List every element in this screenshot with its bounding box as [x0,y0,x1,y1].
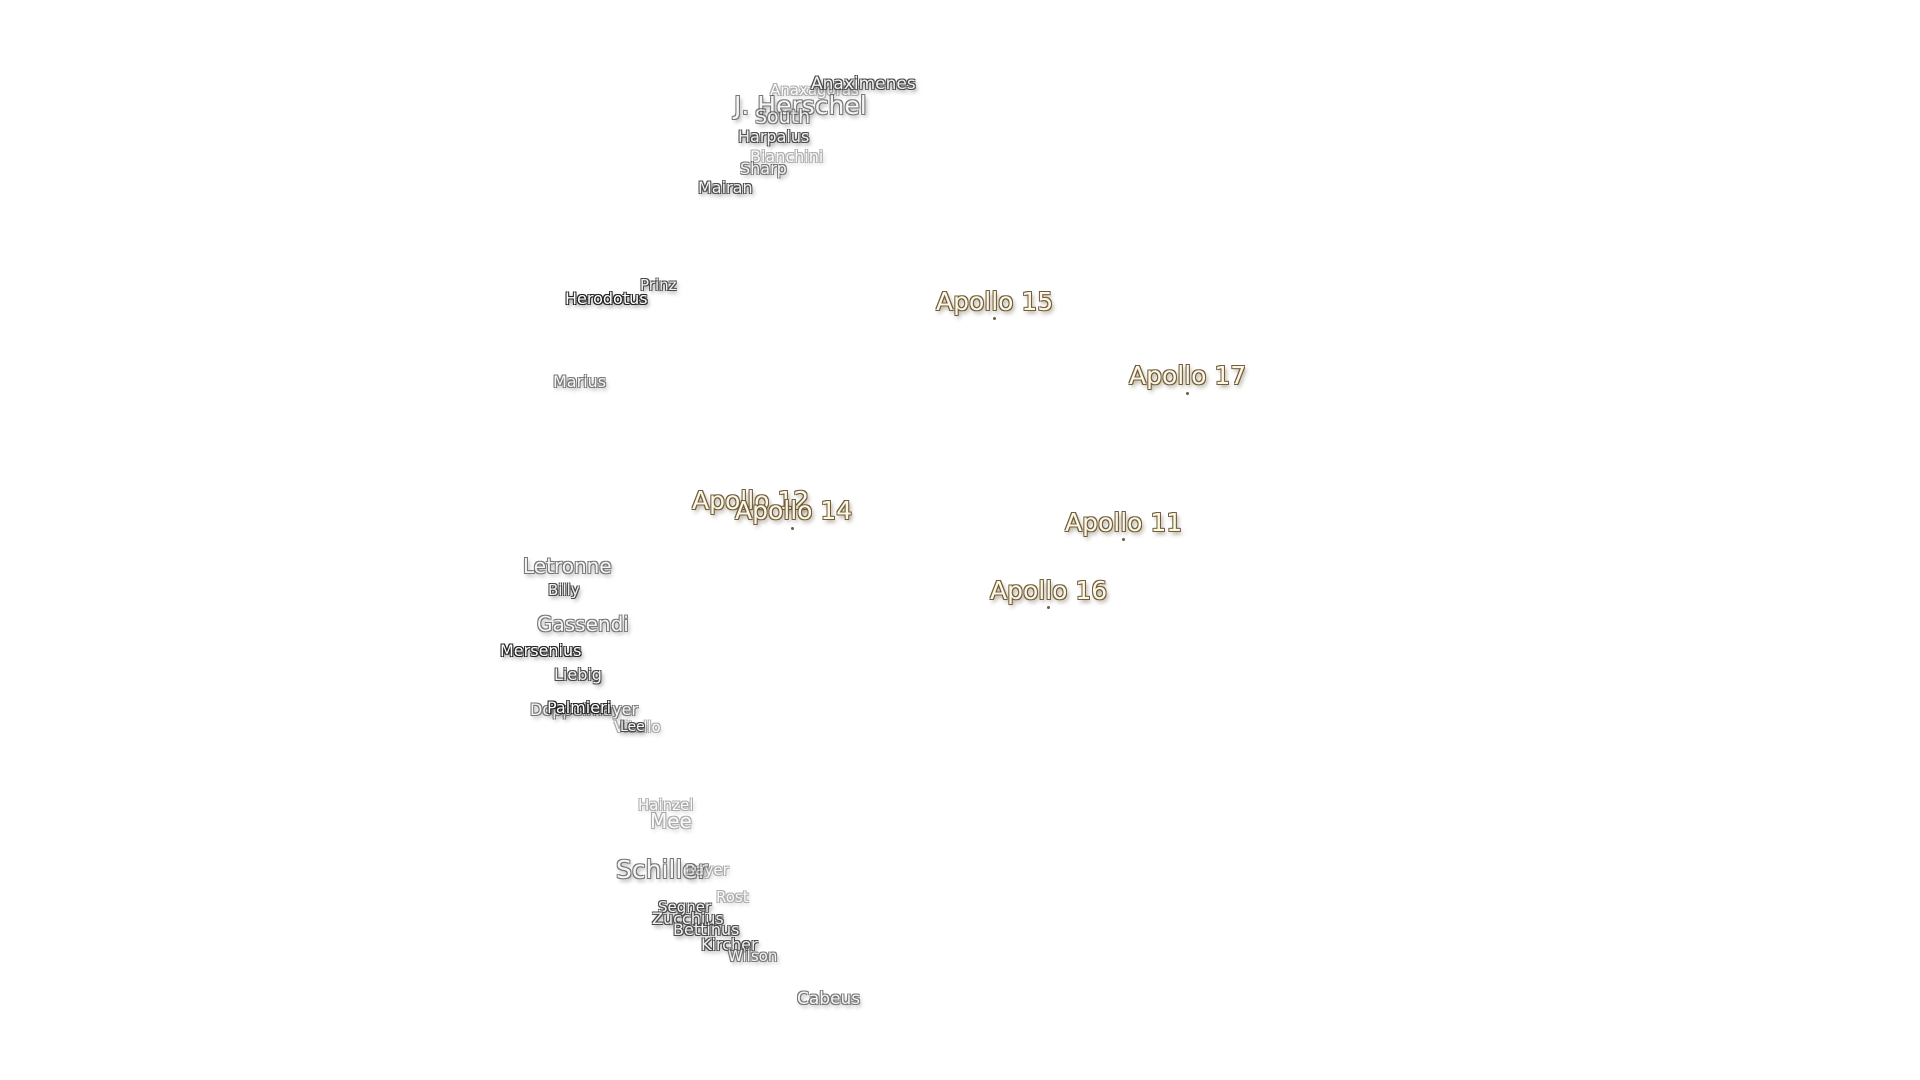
crater-label-kircher[interactable]: Kircher [701,935,758,954]
crater-label-sharp[interactable]: Sharp [740,159,787,178]
crater-label-gassendi[interactable]: Gassendi [537,612,629,636]
crater-label-anaxagoras[interactable]: Anaxagoras [770,81,859,99]
crater-label-hainzel[interactable]: Hainzel [638,796,694,814]
crater-label-mee[interactable]: Mee [650,809,692,833]
apollo-11-label[interactable]: Apollo 11 [1065,508,1183,537]
crater-label-herodotus[interactable]: Herodotus [565,289,648,308]
apollo-11-site-marker [1122,538,1125,541]
crater-label-bettinus[interactable]: Bettinus [673,920,740,939]
crater-label-j-herschel[interactable]: J. Herschel [734,91,867,120]
crater-label-harpalus[interactable]: Harpalus [738,127,810,146]
crater-label-wilson[interactable]: Wilson [728,947,778,965]
crater-label-marius[interactable]: Marius [553,372,607,391]
crater-label-billy[interactable]: Billy [548,581,580,599]
crater-label-lee[interactable]: Lee [620,719,645,735]
crater-label-palmieri[interactable]: Palmieri [547,698,612,717]
apollo-16-label[interactable]: Apollo 16 [990,576,1108,605]
crater-label-liebig[interactable]: Liebig [554,665,602,684]
crater-label-prinz[interactable]: Prinz [640,276,677,294]
crater-label-bayer[interactable]: Bayer [685,861,729,879]
crater-label-letronne[interactable]: Letronne [523,554,612,578]
crater-label-segner[interactable]: Segner [658,898,712,916]
apollo-17-site-marker [1186,392,1189,395]
crater-label-rost[interactable]: Rost [716,888,749,906]
crater-label-zucchius[interactable]: Zucchius [652,909,724,928]
apollo-15-site-marker [993,317,996,320]
crater-label-bianchini[interactable]: Bianchini [750,147,824,166]
apollo-15-label[interactable]: Apollo 15 [936,287,1054,316]
crater-label-vitello[interactable]: Vitello [614,718,661,736]
apollo-12-label[interactable]: Apollo 12 [692,486,810,515]
apollo-16-site-marker [1047,606,1050,609]
crater-label-cabeus[interactable]: Cabeus [797,989,861,1009]
crater-label-mairan[interactable]: Mairan [698,178,753,197]
apollo-14-site-marker [791,527,794,530]
apollo-17-label[interactable]: Apollo 17 [1129,361,1247,390]
crater-label-schiller[interactable]: Schiller [616,855,708,884]
crater-label-anaximenes[interactable]: Anaximenes [811,74,916,94]
crater-label-mersenius[interactable]: Mersenius [500,641,582,660]
apollo-14-label[interactable]: Apollo 14 [735,496,853,525]
crater-label-doppelmayer[interactable]: Doppelmayer [530,700,638,719]
crater-label-south[interactable]: South [755,106,811,128]
